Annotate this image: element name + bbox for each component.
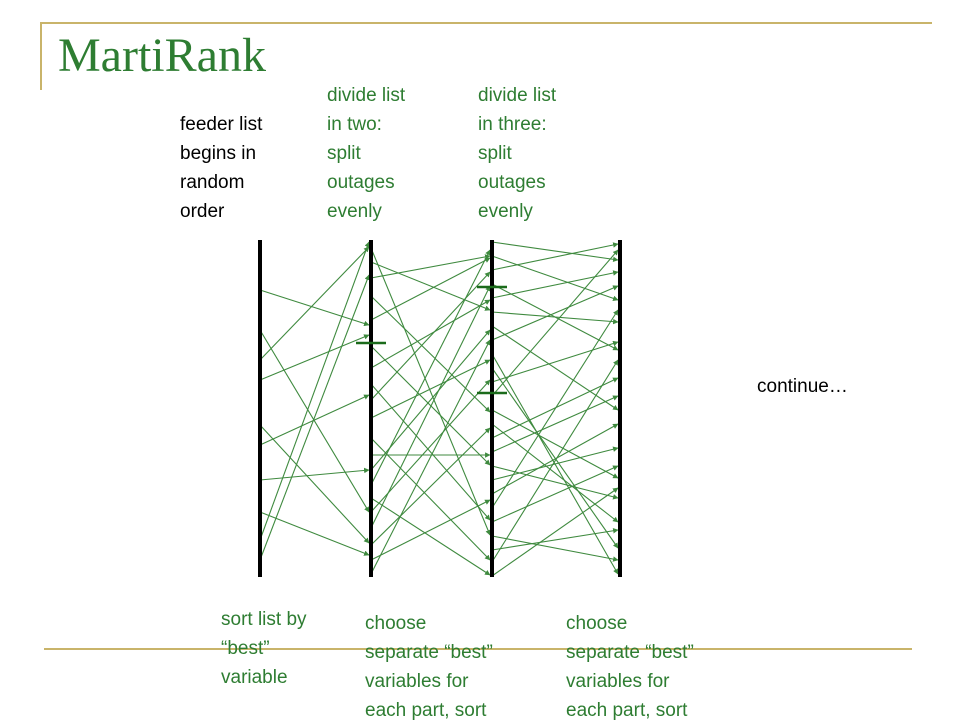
arrow-3-19 <box>491 423 619 495</box>
arrow-3-16 <box>491 395 619 453</box>
arrow-2-8 <box>370 383 491 521</box>
arrow-1-10 <box>259 246 370 361</box>
arrow-1-8 <box>259 241 370 541</box>
arrow-3-20 <box>491 309 619 509</box>
arrow-2-3 <box>370 254 491 279</box>
continue-note: continue… <box>757 376 848 397</box>
arrow-3-18 <box>491 446 619 481</box>
arrow-3-23 <box>491 528 619 551</box>
split-markers <box>356 285 507 395</box>
divide-in-three-note: divide list in three: split outages even… <box>478 85 557 222</box>
arrow-3-3 <box>491 242 619 271</box>
arrow-2-4 <box>370 295 491 413</box>
arrow-3-13 <box>491 409 619 479</box>
arrow-1-1 <box>259 289 370 327</box>
arrow-2-9 <box>370 271 491 401</box>
arrow-3-22 <box>491 535 619 562</box>
list-columns <box>258 240 622 577</box>
arrow-2-5 <box>370 257 491 321</box>
arrow-2-18 <box>370 427 491 546</box>
arrow-1-5 <box>259 467 370 481</box>
sort-list-note: sort list by “best” variable <box>221 609 307 688</box>
arrow-2-19 <box>370 499 491 561</box>
arrow-3-6 <box>491 311 619 325</box>
arrow-1-7 <box>259 511 370 556</box>
arrow-3-12 <box>491 249 619 397</box>
arrow-1-2 <box>259 329 370 513</box>
arrow-2-14 <box>370 249 491 486</box>
arrow-2-17 <box>370 285 491 529</box>
feeder-list-note: feeder list begins in random order <box>180 114 263 222</box>
arrow-2-11 <box>370 437 491 561</box>
arrow-3-10 <box>491 367 619 549</box>
arrow-2-7 <box>370 299 491 369</box>
arrow-2-10 <box>370 359 491 419</box>
arrow-2-20 <box>370 339 491 575</box>
arrow-3-25 <box>491 487 619 577</box>
arrow-2-15 <box>370 497 491 576</box>
slide-frame-top-rule <box>40 22 932 24</box>
arrow-2-2 <box>370 261 491 311</box>
divide-in-two-note: divide list in two: split outages evenly <box>327 85 406 222</box>
arrow-1-4 <box>259 424 370 544</box>
arrow-2-6 <box>370 345 491 466</box>
slide-title: MartiRank <box>58 29 266 82</box>
arrow-2-1 <box>370 247 491 536</box>
arrow-3-11 <box>491 340 619 383</box>
arrow-1-6 <box>259 274 370 561</box>
slide-frame-bottom-rule <box>44 648 912 650</box>
arrow-2-16 <box>370 379 491 513</box>
arrow-3-8 <box>491 285 619 341</box>
reorder-arrows <box>259 241 619 577</box>
arrow-3-14 <box>491 423 619 523</box>
arrow-3-7 <box>491 325 619 411</box>
slide-frame-left-rule <box>40 22 42 90</box>
arrow-1-9 <box>259 394 370 446</box>
arrow-1-3 <box>259 334 370 381</box>
arrow-3-21 <box>491 465 619 523</box>
arrow-3-2 <box>491 255 619 301</box>
arrow-3-1 <box>491 241 619 263</box>
arrow-3-24 <box>491 359 619 563</box>
arrow-3-17 <box>491 465 619 500</box>
choose-variables-note-2: choose separate “best” variables for eac… <box>566 613 694 721</box>
arrow-3-5 <box>491 270 619 299</box>
choose-variables-note-1: choose separate “best” variables for eac… <box>365 613 493 721</box>
